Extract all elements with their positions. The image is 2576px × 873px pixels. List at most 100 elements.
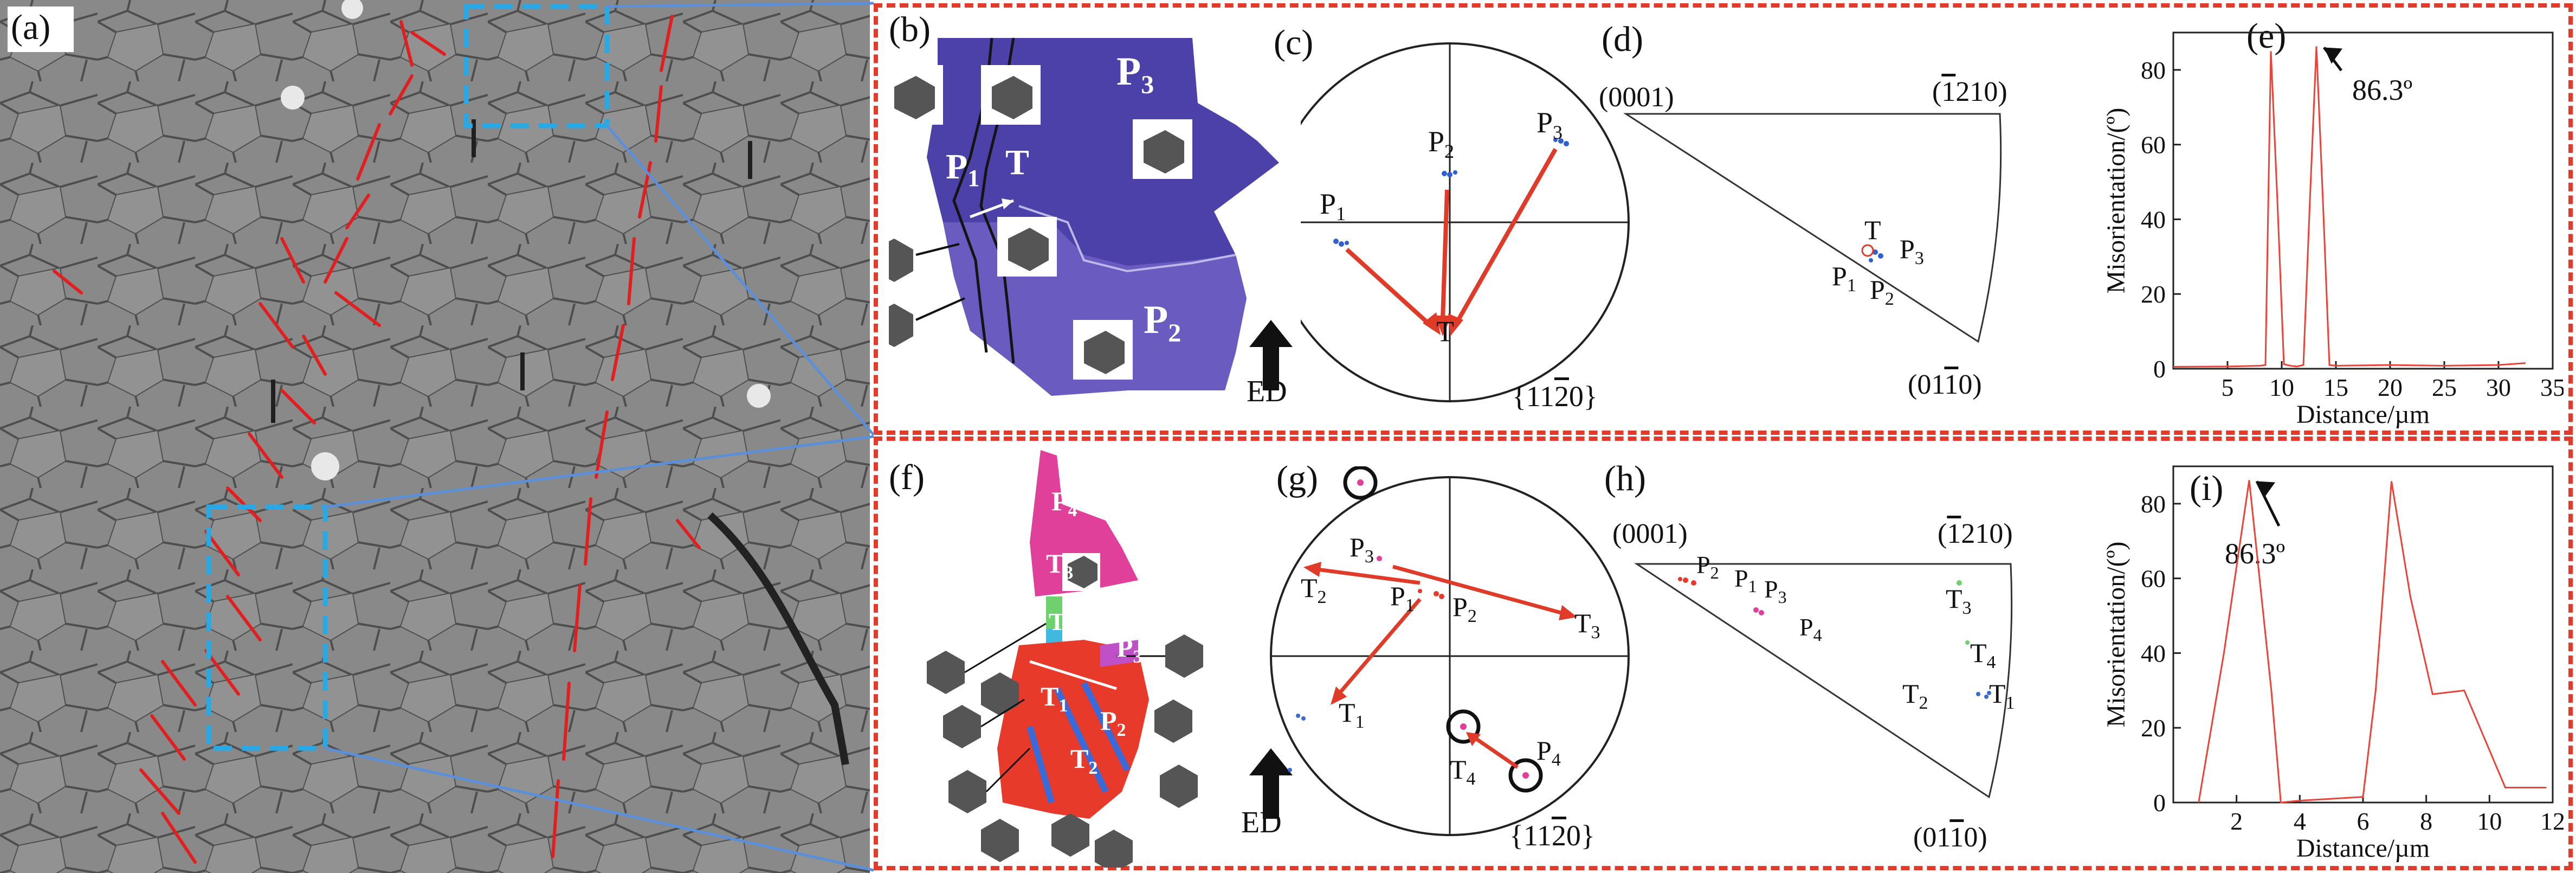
micrograph-panel-a xyxy=(0,0,870,873)
x-tick-label: 5 xyxy=(2222,374,2234,401)
panel-f-label-t3: T3 xyxy=(1046,548,1074,583)
panel-c-label-p3: P3 xyxy=(1536,106,1563,143)
panel-f-ed-label: ED xyxy=(1241,806,1282,839)
panel-d-tag: (d) xyxy=(1602,20,1643,59)
panel-g-label-t4: T4 xyxy=(1450,754,1476,789)
y-tick-label: 20 xyxy=(2141,280,2166,308)
panel-b-label-t: T xyxy=(1005,143,1030,182)
panel-g-label-p3: P3 xyxy=(1350,532,1374,567)
x-tick-label: 10 xyxy=(2269,374,2294,401)
y-tick-label: 20 xyxy=(2141,714,2166,742)
y-tick-label: 80 xyxy=(2141,490,2166,518)
panel-b-ed-label: ED xyxy=(1247,375,1287,408)
x-tick-label: 2 xyxy=(2230,807,2243,835)
x-tick-label: 15 xyxy=(2323,374,2348,401)
panel-g-label-p4: P4 xyxy=(1536,735,1561,770)
panel-d-corner-left: (0001) xyxy=(1599,82,1674,113)
x-tick-label: 20 xyxy=(2378,374,2403,401)
plot-frame xyxy=(2172,465,2554,804)
panel-h-label-t2: T2 xyxy=(1902,678,1928,713)
plot-frame xyxy=(2172,31,2554,370)
panel-a-tag: (a) xyxy=(11,8,51,47)
panel-c-label-p1: P1 xyxy=(1320,188,1346,224)
panel-b-tag: (b) xyxy=(889,10,931,49)
panel-b-label-p3: P3 xyxy=(1116,49,1154,99)
panel-d-corner-right: (1210) xyxy=(1932,76,2007,107)
panel-h-label-t3: T3 xyxy=(1946,583,1972,618)
panel-b-grain-map xyxy=(889,37,1279,396)
panel-g-label-t2: T2 xyxy=(1301,573,1327,607)
panel-g-label-p2: P2 xyxy=(1452,592,1477,626)
panel-h-label-t4: T4 xyxy=(1970,638,1996,672)
top-dashed-frame xyxy=(874,3,2573,435)
panel-f-label-p4: P4 xyxy=(1051,486,1077,521)
x-tick-label: 12 xyxy=(2540,807,2564,835)
panel-f-label-t2: T2 xyxy=(1070,743,1098,778)
misorientation-line xyxy=(2198,480,2547,804)
panel-c-label-p2: P2 xyxy=(1428,125,1455,162)
panel-f-label-t1: T1 xyxy=(1041,681,1068,716)
panel-d-corner-bottom: (0110) xyxy=(1908,369,1982,400)
panel-h-label-p1: P1 xyxy=(1734,564,1757,596)
panel-f-ed-arrow xyxy=(1249,748,1293,819)
x-tick-label: 10 xyxy=(2477,807,2502,835)
y-tick-label: 60 xyxy=(2141,565,2166,593)
x-tick-label: 25 xyxy=(2432,374,2457,401)
annotation-arrowhead xyxy=(2324,47,2342,64)
panel-f-grain-map xyxy=(927,450,1203,868)
panel-h-tag: (h) xyxy=(1604,459,1646,498)
panel-g-label-t1: T1 xyxy=(1339,697,1365,732)
panel-f-label-p2: P2 xyxy=(1100,705,1126,740)
panel-a-tag-bg xyxy=(8,7,74,52)
panel-g-label-p1: P1 xyxy=(1390,581,1415,615)
y-tick-label: 0 xyxy=(2153,789,2166,817)
panel-h-label-p4: P4 xyxy=(1799,613,1822,645)
y-tick-label: 80 xyxy=(2141,56,2166,84)
y-tick-label: 60 xyxy=(2141,131,2166,159)
panel-f-tag: (f) xyxy=(889,458,925,497)
panel-e-tag: (e) xyxy=(2246,16,2287,56)
y-axis-label: Misorientation/(º) xyxy=(2102,542,2130,728)
panel-g-plane-label: {1120} xyxy=(1509,819,1595,852)
panel-d-label-p1: P1 xyxy=(1832,261,1856,296)
panel-e-annotation: 86.3º xyxy=(2352,74,2413,106)
panel-c-tag: (c) xyxy=(1274,23,1314,62)
x-tick-label: 6 xyxy=(2357,807,2370,835)
panel-b-label-p1: P1 xyxy=(946,147,980,192)
y-axis-label: Misorientation/(º) xyxy=(2102,108,2130,294)
x-tick-label: 4 xyxy=(2294,807,2306,835)
annotation-arrowhead xyxy=(2257,481,2275,498)
panel-g-label-t3: T3 xyxy=(1574,608,1600,643)
panel-d-label-p3: P3 xyxy=(1900,234,1924,268)
bottom-dashed-frame xyxy=(874,436,2573,870)
x-axis-label: Distance/µm xyxy=(2296,834,2430,863)
panel-h-inverse-pole-figure xyxy=(1634,563,2013,799)
x-tick-label: 35 xyxy=(2540,374,2564,401)
panel-c-label-t: T xyxy=(1436,315,1454,348)
panel-h-label-t1: T1 xyxy=(1989,678,2015,713)
panel-h-corner-left: (0001) xyxy=(1612,518,1688,549)
misorientation-line xyxy=(2173,46,2526,368)
panel-i-tag: (i) xyxy=(2190,468,2224,508)
panel-c-plane-label: {1120} xyxy=(1512,380,1598,413)
panel-g-tag: (g) xyxy=(1276,459,1318,498)
panel-f-label-p1: P1 xyxy=(1133,754,1159,789)
panel-f-label-p3: P3 xyxy=(1116,632,1142,667)
x-tick-label: 30 xyxy=(2486,374,2511,401)
panel-g-pole-figure xyxy=(1270,466,1630,836)
panel-d-inverse-pole-figure xyxy=(1623,113,2002,343)
panel-b-label-p2: P2 xyxy=(1144,298,1182,348)
panel-b-ed-arrow xyxy=(1249,320,1293,390)
y-tick-label: 40 xyxy=(2141,639,2166,667)
x-axis-label: Distance/µm xyxy=(2296,400,2430,429)
panel-i-annotation: 86.3º xyxy=(2225,537,2286,570)
panel-h-corner-right: (1210) xyxy=(1938,518,2013,549)
panel-d-label-t: T xyxy=(1864,215,1881,245)
panel-f-label-t4: T4 xyxy=(1049,608,1074,640)
y-tick-label: 0 xyxy=(2153,355,2166,383)
panel-h-label-p2: P2 xyxy=(1696,551,1719,583)
panel-c-pole-figure xyxy=(1301,42,1630,402)
panel-h-corner-bottom: (0110) xyxy=(1913,822,1987,853)
